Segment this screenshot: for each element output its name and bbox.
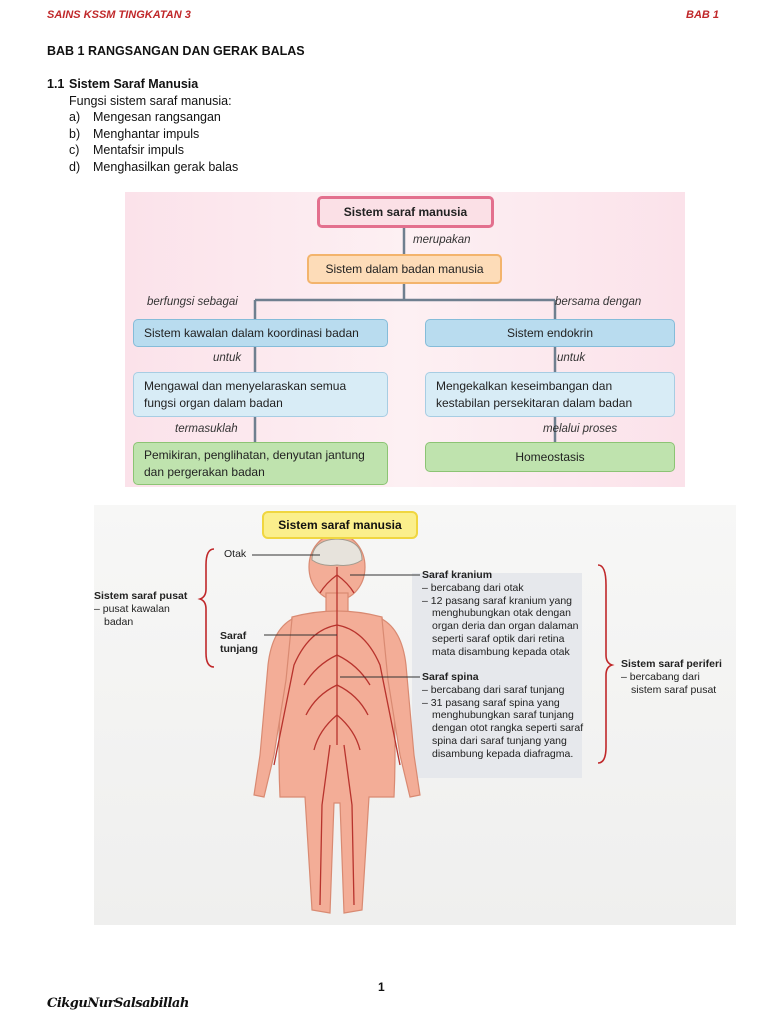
- flow-link-bersama: bersama dengan: [555, 296, 642, 308]
- kranium-line: – 12 pasang saraf kranium yang: [422, 594, 573, 607]
- saraf-tunjang-line: Saraf: [220, 630, 247, 642]
- flow-box-homeostasis: Homeostasis: [425, 442, 675, 472]
- list-letter: a): [69, 110, 81, 124]
- label-cns: Sistem saraf pusat – pusat kawalan badan: [94, 590, 187, 628]
- spina-line: menghubungkan saraf tunjang: [432, 709, 574, 722]
- pns-title: Sistem saraf periferi: [621, 658, 722, 670]
- kranium-line: mata disambung kepada otak: [432, 645, 570, 658]
- list-text: Mengesan rangsangan: [93, 110, 221, 124]
- label-otak: Otak: [224, 548, 247, 560]
- label-pns: Sistem saraf periferi – bercabang dari s…: [621, 658, 722, 696]
- list-text: Menghantar impuls: [93, 126, 200, 141]
- pns-desc-line: sistem saraf pusat: [631, 683, 717, 696]
- flow-box-sistem-endokrin: Sistem endokrin: [425, 319, 675, 347]
- page-number: 1: [378, 980, 385, 994]
- spina-line: dengan otot rangka seperti saraf: [432, 722, 584, 735]
- document-title: BAB 1 RANGSANGAN DAN GERAK BALAS: [47, 44, 305, 58]
- list-letter: d): [69, 159, 81, 174]
- list-text: Mentafsir impuls: [93, 143, 184, 157]
- header-subject: SAINS KSSM TINGKATAN 3: [47, 9, 191, 21]
- spina-title: Saraf spina: [422, 671, 479, 683]
- label-saraf-kranium: Saraf kranium – bercabang dari otak – 12…: [422, 569, 579, 659]
- flow-link-termasuklah: termasuklah: [175, 423, 238, 435]
- saraf-tunjang-line: tunjang: [220, 642, 258, 655]
- human-body-illustration: [197, 533, 615, 914]
- flow-link-merupakan: merupakan: [413, 234, 471, 246]
- cns-desc-line: badan: [104, 615, 134, 628]
- spina-line: disambung kepada diafragma.: [432, 747, 574, 760]
- list-letter: b): [69, 126, 81, 141]
- flow-box-pemikiran: Pemikiran, penglihatan, denyutan jantung…: [133, 442, 388, 485]
- section-number: 1.1: [47, 77, 65, 91]
- list-item: c) Mentafsir impuls: [69, 143, 238, 160]
- label-saraf-tunjang: Saraf tunjang: [220, 630, 258, 656]
- pns-desc-line: – bercabang dari: [621, 670, 700, 683]
- list-letter: c): [69, 143, 80, 157]
- header-chapter: BAB 1: [686, 9, 720, 21]
- concept-map-connectors: [253, 228, 557, 442]
- flow-box-sistem-saraf: Sistem saraf manusia: [317, 196, 494, 228]
- spina-line: – bercabang dari saraf tunjang: [422, 683, 565, 696]
- flow-box-mengawal: Mengawal dan menyelaraskan semua fungsi …: [133, 372, 388, 417]
- kranium-line: seperti saraf optik dari retina: [432, 632, 565, 645]
- section-heading: 1.1 Sistem Saraf Manusia: [47, 77, 198, 91]
- kranium-title: Saraf kranium: [422, 569, 493, 581]
- label-saraf-spina: Saraf spina – bercabang dari saraf tunja…: [422, 671, 583, 761]
- flow-link-melalui-proses: melalui proses: [543, 423, 618, 435]
- function-list: a) Mengesan rangsangan b) Menghantar impul…: [69, 110, 238, 176]
- concept-map: Sistem saraf manusia merupakan Sistem da…: [125, 192, 685, 487]
- list-item: d) Menghasilkan gerak balas: [69, 160, 238, 177]
- flow-box-sistem-dalam-badan: Sistem dalam badan manusia: [307, 254, 502, 284]
- cns-desc-line: – pusat kawalan: [94, 602, 170, 615]
- spina-line: spina dari saraf tunjang yang: [432, 734, 567, 747]
- kranium-line: – bercabang dari otak: [422, 581, 524, 594]
- flow-link-untuk-left: untuk: [213, 352, 242, 364]
- spina-line: – 31 pasang saraf spina yang: [422, 696, 560, 709]
- flow-box-mengekalkan: Mengekalkan keseimbangan dan kestabilan …: [425, 372, 675, 417]
- flow-box-sistem-kawalan: Sistem kawalan dalam koordinasi badan: [133, 319, 388, 347]
- list-text: Menghasilkan gerak balas: [93, 159, 239, 174]
- flow-link-untuk-right: untuk: [557, 352, 586, 364]
- footer-signature: CikguNurSalsabillah: [47, 996, 189, 1011]
- flow-link-berfungsi: berfungsi sebagai: [147, 296, 238, 308]
- kranium-line: organ deria dan organ dalaman: [432, 620, 579, 633]
- list-item: b) Menghantar impuls: [69, 127, 238, 144]
- cns-title: Sistem saraf pusat: [94, 590, 188, 602]
- section-title: Sistem Saraf Manusia: [69, 77, 199, 91]
- kranium-line: menghubungkan otak dengan: [432, 607, 571, 620]
- nervous-system-diagram: Sistem saraf manusia Otak Sistem saraf p…: [94, 505, 736, 925]
- list-item: a) Mengesan rangsangan: [69, 110, 238, 127]
- brain-icon: [311, 538, 363, 566]
- section-intro: Fungsi sistem saraf manusia:: [69, 94, 232, 108]
- diagram-title-badge: Sistem saraf manusia: [262, 511, 418, 539]
